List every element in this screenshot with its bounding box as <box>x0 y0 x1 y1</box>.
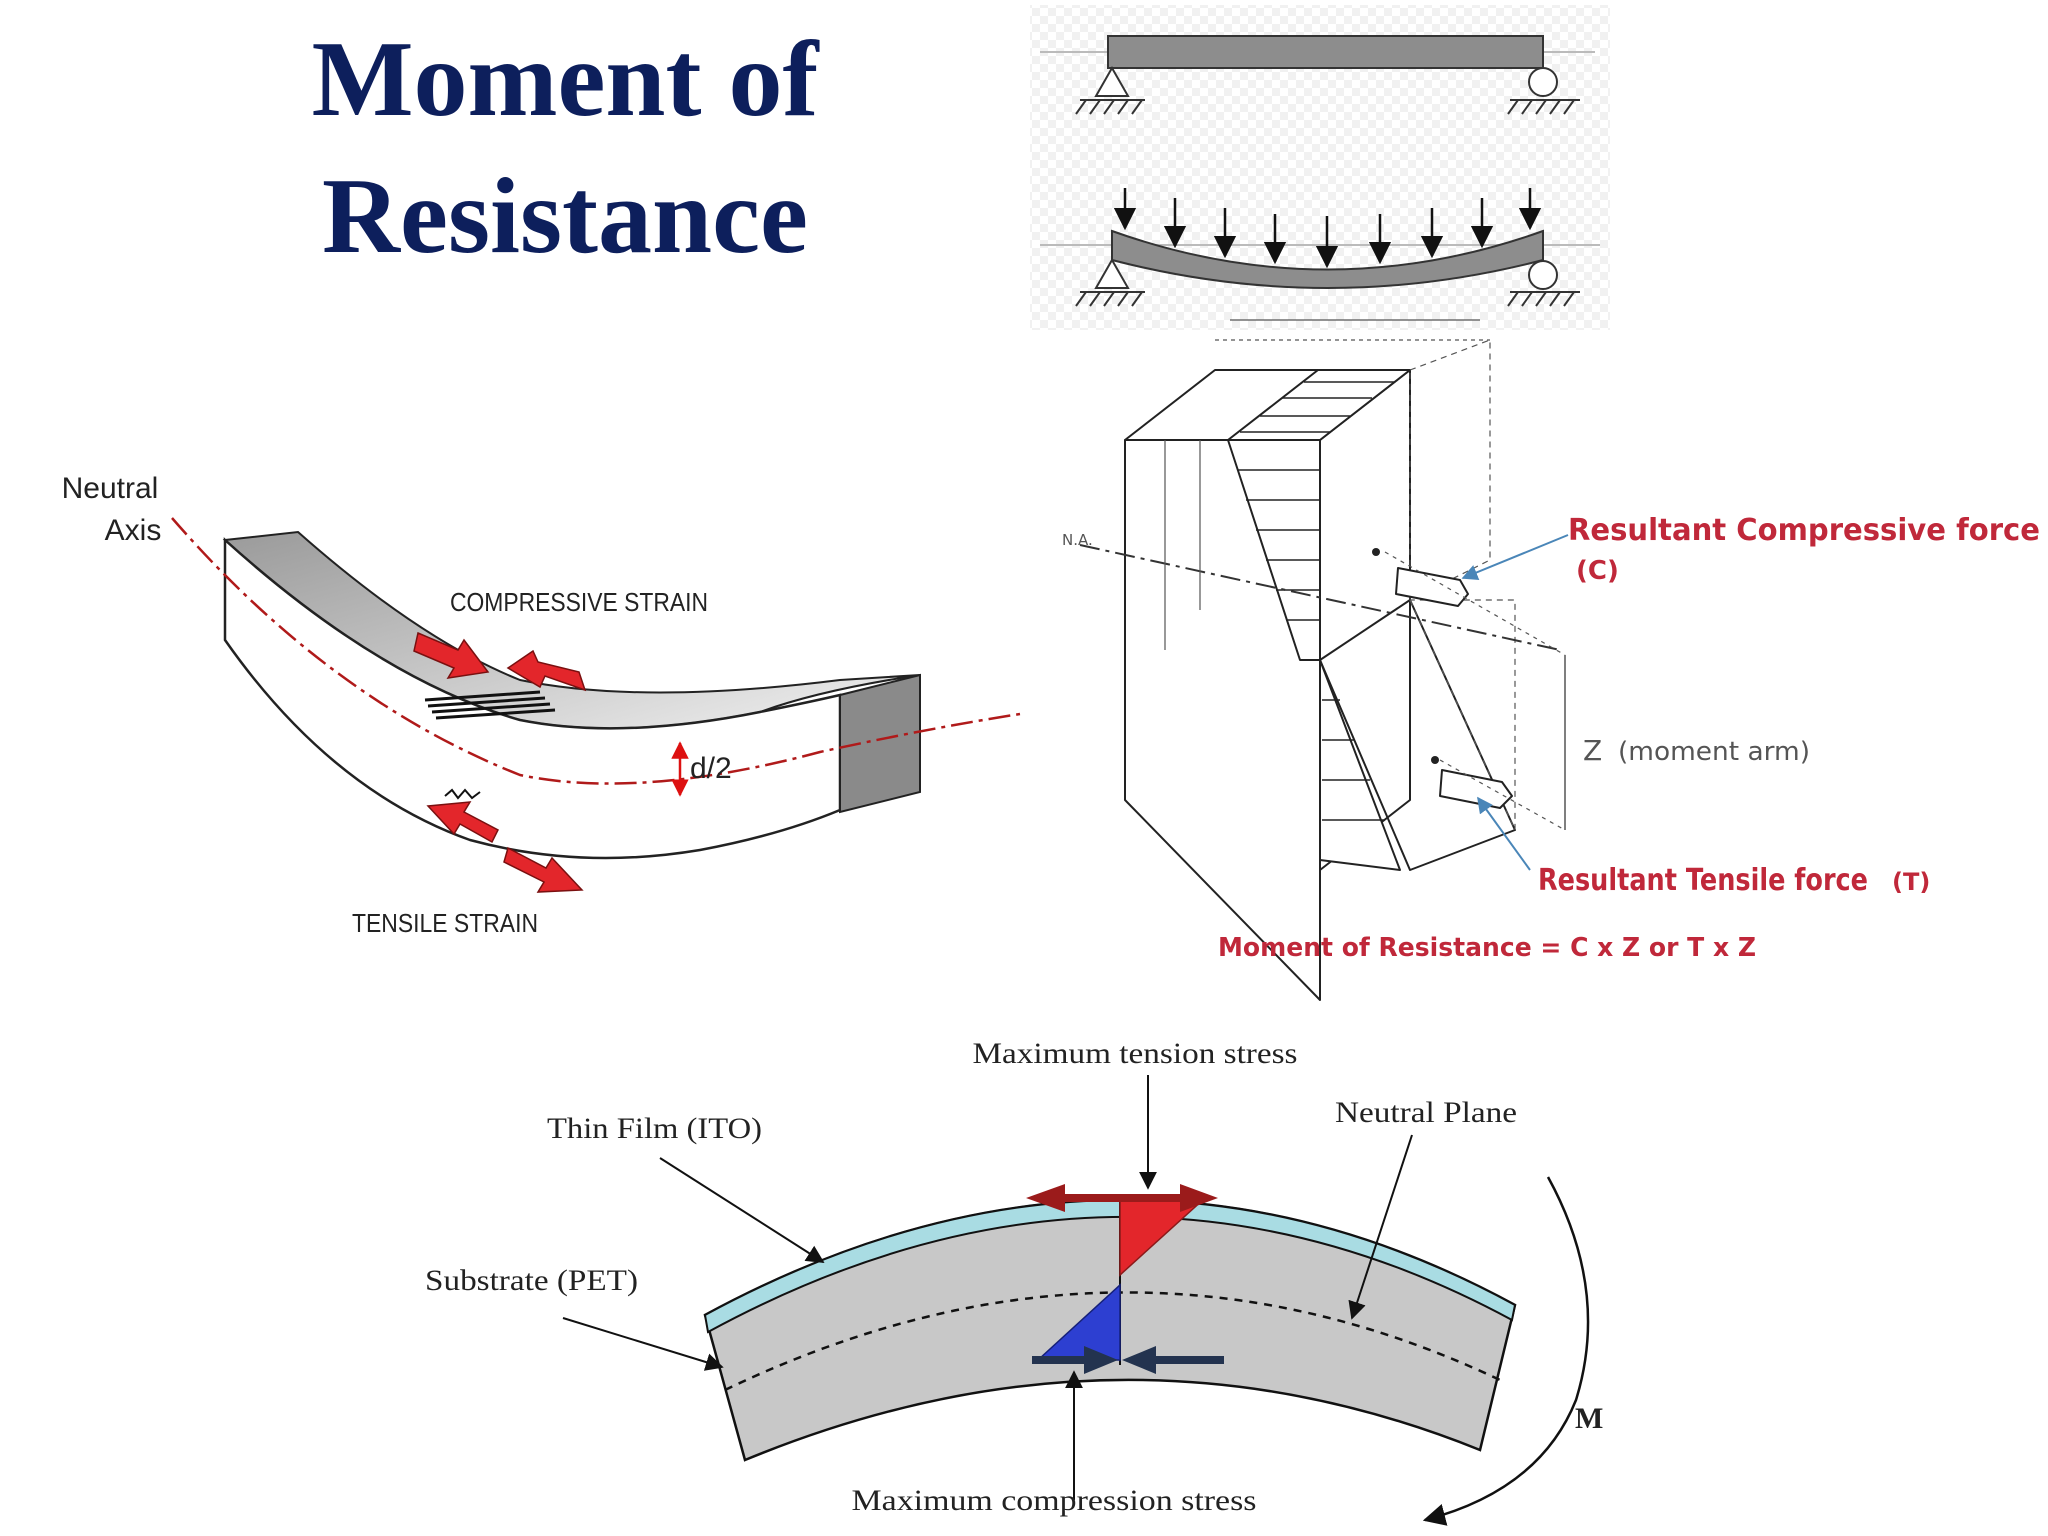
stress-diagram: Maximum tension stress Thin Film (ITO) N… <box>425 1037 1603 1526</box>
compression-stress-arrows <box>1032 1346 1224 1374</box>
tensile-force-label: Resultant Tensile force <box>1538 863 1868 898</box>
tensile-force-symbol: (T) <box>1892 868 1930 896</box>
tensile-force-arrow <box>1439 769 1513 809</box>
depth-label: d/2 <box>690 752 732 785</box>
distributed-load-arrows <box>1113 188 1542 269</box>
section-neutral-axis <box>1079 544 1561 651</box>
unloaded-beam <box>1107 35 1544 69</box>
title-line-2: Resistance <box>322 157 808 276</box>
slide-title: Moment of Resistance <box>312 20 821 276</box>
compression-arrows <box>413 631 587 692</box>
moment-arrow <box>1422 1176 1590 1526</box>
strain-diagram: d/2 Neutral Axis COMPRESSIVE STRAIN TENS… <box>62 472 1021 938</box>
force-diagram: N.A. Resultant Compressive force (C) Z (… <box>1045 319 2048 1001</box>
thin-film-layer <box>703 1199 1517 1334</box>
beam-end-face <box>839 673 921 814</box>
deflected-beam <box>1111 229 1544 289</box>
compressive-force-label: Resultant Compressive force <box>1568 513 2040 548</box>
compressive-force-symbol: (C) <box>1576 556 1619 586</box>
roller-support-icon <box>1528 67 1558 97</box>
tensile-strain-label: TENSILE STRAIN <box>352 908 538 938</box>
compressive-hatch <box>424 690 556 720</box>
neutral-plane-label: Neutral Plane <box>1335 1096 1517 1129</box>
neutral-axis-label-1: Neutral <box>62 472 159 505</box>
compressive-force-arrow <box>1395 567 1469 607</box>
max-compression-label: Maximum compression stress <box>852 1484 1257 1517</box>
neutral-axis-line <box>171 517 1021 785</box>
max-tension-label: Maximum tension stress <box>973 1037 1298 1070</box>
title-line-1: Moment of <box>312 20 821 139</box>
beam-loading-illustration <box>1030 5 1610 330</box>
moment-formula: Moment of Resistance = C x Z or T x Z <box>1218 933 1756 963</box>
moment-arm-symbol: Z <box>1583 734 1602 767</box>
tension-arrows <box>426 801 584 893</box>
substrate-label: Substrate (PET) <box>425 1264 638 1297</box>
tension-stress-arrows <box>1026 1184 1218 1212</box>
moment-label: M <box>1575 1402 1603 1435</box>
thin-film-label: Thin Film (ITO) <box>547 1112 762 1145</box>
pin-support-icon <box>1094 65 1130 97</box>
tensile-hatch <box>444 788 481 800</box>
compressive-strain-label: COMPRESSIVE STRAIN <box>450 587 708 617</box>
neutral-axis-label-2: Axis <box>105 514 162 547</box>
na-label: N.A. <box>1062 531 1093 549</box>
moment-arm-text: (moment arm) <box>1618 737 1810 767</box>
tension-stress-block <box>1319 659 1401 871</box>
